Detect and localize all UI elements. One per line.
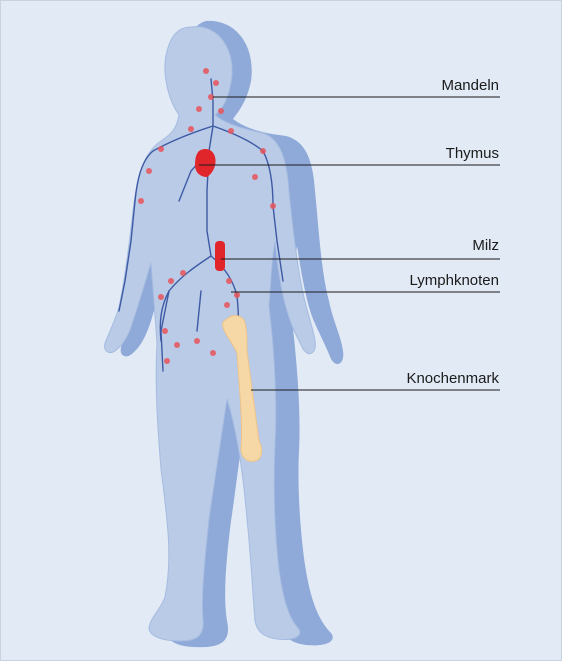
label-mandeln: Mandeln — [441, 77, 499, 94]
label-lymphknoten: Lymphknoten — [409, 272, 499, 289]
spleen-organ — [215, 241, 225, 271]
label-thymus: Thymus — [446, 145, 499, 162]
label-milz: Milz — [472, 237, 499, 254]
label-knochenmark: Knochenmark — [406, 370, 499, 387]
